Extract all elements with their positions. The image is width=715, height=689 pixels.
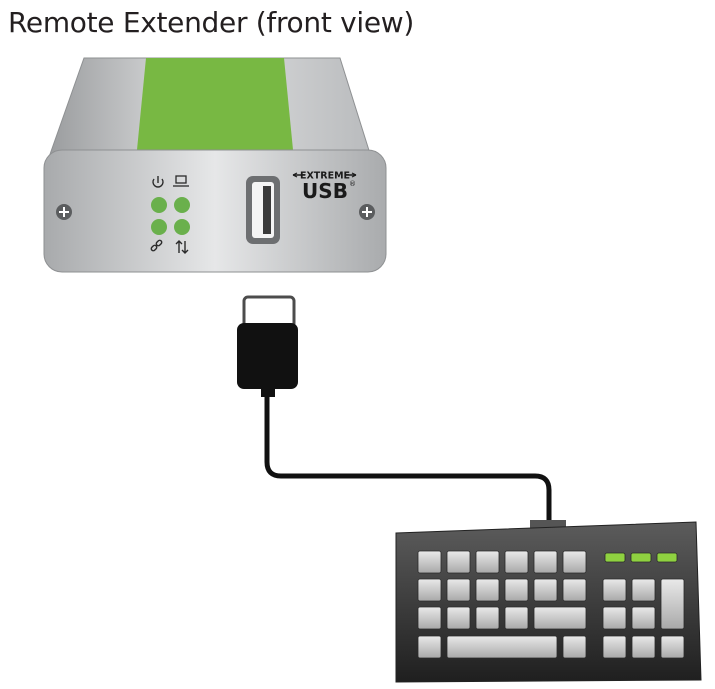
keyboard-key (417, 550, 442, 574)
host-computer-icon (173, 175, 189, 187)
keyboard-key (446, 550, 471, 574)
keyboard-key (562, 635, 587, 659)
keyboard-key (533, 606, 587, 630)
keyboard-keys (417, 550, 685, 659)
keyboard-key (533, 578, 558, 602)
spacebar-key (446, 635, 558, 659)
keyboard-key (475, 550, 500, 574)
usb-port (246, 176, 280, 244)
keyboard-key (417, 635, 442, 659)
keyboard-key (533, 550, 558, 574)
usb-cable-connector (237, 295, 298, 397)
logo-top-text: EXTREME (300, 171, 350, 182)
left-screw-icon (56, 204, 72, 220)
keyboard-key (417, 578, 442, 602)
keyboard-key (417, 606, 442, 630)
keyboard-indicator-light (604, 552, 626, 563)
keyboard-key (504, 606, 529, 630)
logo-registered-mark: ® (349, 180, 356, 188)
keyboard-key (631, 578, 656, 602)
extreme-usb-logo: EXTREME USB ® (292, 171, 357, 203)
remote-extender-device: EXTREME USB ® (43, 57, 387, 273)
keyboard-key (602, 578, 627, 602)
keyboard-key (631, 606, 656, 630)
keyboard (395, 520, 702, 683)
link-led (151, 219, 167, 235)
keyboard-key (562, 578, 587, 602)
activity-led (174, 219, 190, 235)
keyboard-key (446, 606, 471, 630)
link-icon (150, 239, 163, 252)
keyboard-key (475, 606, 500, 630)
keyboard-cable-port (530, 520, 566, 530)
keyboard-indicator-light (656, 552, 678, 563)
keyboard-key (602, 635, 627, 659)
keyboard-key (660, 578, 685, 630)
keyboard-key (504, 578, 529, 602)
logo-bottom-text: USB (302, 179, 348, 203)
activity-icon (175, 240, 189, 254)
device-top-green-label (136, 58, 294, 160)
power-icon (152, 176, 164, 188)
keyboard-key (631, 635, 656, 659)
keyboard-key (446, 578, 471, 602)
power-led (151, 197, 167, 213)
keyboard-key (660, 635, 685, 659)
device-front-panel (43, 149, 387, 273)
keyboard-key (562, 550, 587, 574)
keyboard-key (475, 578, 500, 602)
host-led (174, 197, 190, 213)
keyboard-key (602, 606, 627, 630)
keyboard-indicator-light (630, 552, 652, 563)
diagram-title: Remote Extender (front view) (8, 6, 414, 39)
keyboard-key (504, 550, 529, 574)
usb-cable (264, 396, 552, 522)
right-screw-icon (359, 204, 375, 220)
